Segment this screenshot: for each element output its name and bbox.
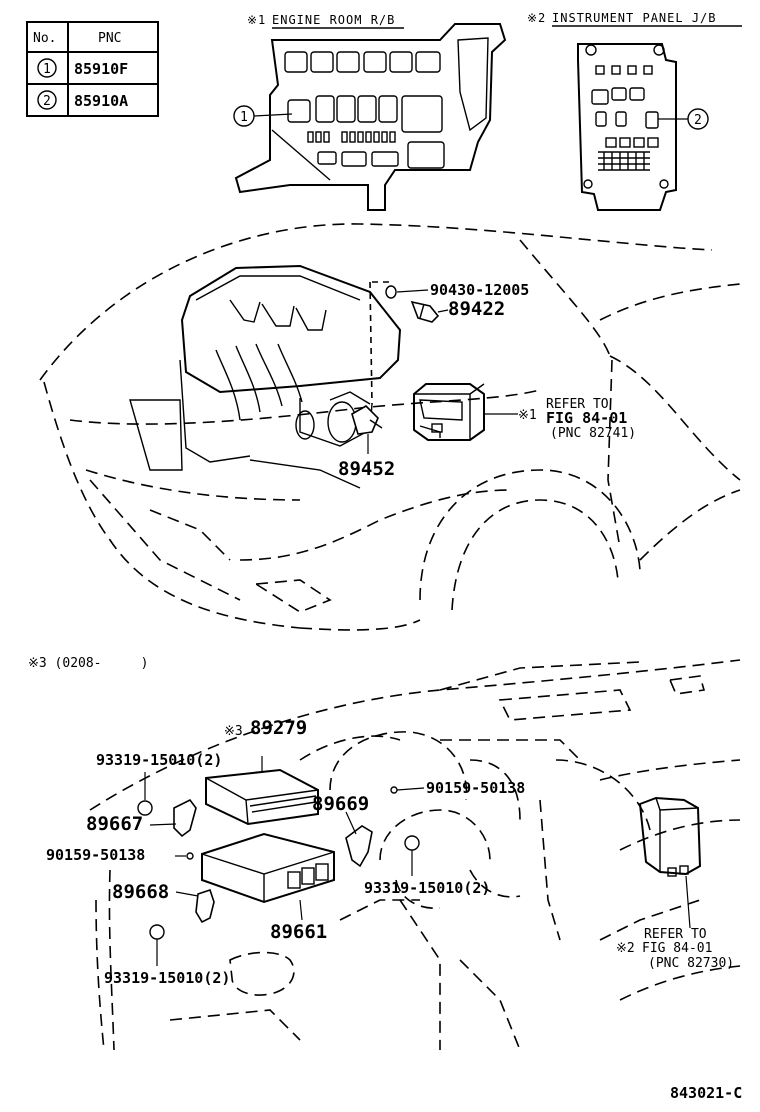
pnc-row-1-pnc: 85910F (74, 60, 128, 78)
part-89452: 89452 (338, 458, 395, 480)
engine-block (129, 264, 402, 489)
callout-1: 1 (240, 110, 248, 125)
dashboard-interior (89, 659, 741, 1051)
vehicle-body-front (39, 223, 741, 631)
part-90159-b: 90159-50138 (426, 779, 525, 797)
part-93319-b: 93319-15010(2) (364, 879, 490, 897)
ecu-89661 (201, 832, 335, 904)
engine-room-mark: ※1 (247, 13, 266, 27)
part-89668: 89668 (112, 881, 169, 903)
pnc-row-1-no: 1 (43, 62, 51, 77)
gasket-90430 (385, 285, 397, 299)
part-89422: 89422 (448, 298, 505, 320)
part-89661: 89661 (270, 921, 327, 943)
ref2-mark: ※2 (616, 941, 635, 956)
bracket-89668 (195, 888, 215, 924)
ref1-line1: REFER TO (546, 397, 609, 412)
relay-box-in-car (413, 383, 485, 441)
sensor-89422 (410, 300, 440, 323)
engine-room-header: ENGINE ROOM R/B (272, 13, 395, 27)
unit-89279 (205, 768, 319, 826)
screw-90159-b (390, 786, 398, 794)
instrument-panel-junction-block (577, 43, 677, 211)
part-90159-a: 90159-50138 (46, 846, 145, 864)
clip-93319-a (137, 800, 153, 816)
pnc-table: No. PNC 1 85910F 2 85910A (26, 21, 159, 117)
screw-90159-a (186, 852, 194, 860)
clip-93319-c (149, 924, 165, 940)
ref1-mark: ※1 (518, 408, 537, 423)
sensor-89452 (351, 405, 383, 454)
instrument-panel-header: INSTRUMENT PANEL J/B (552, 11, 717, 25)
callout-2: 2 (694, 113, 702, 128)
pnc-table-header-pnc: PNC (98, 31, 121, 46)
bracket-89669 (345, 825, 373, 868)
part-89279-mark: ※3 (224, 724, 243, 739)
instrument-panel-mark: ※2 (527, 11, 546, 25)
part-93319-c: 93319-15010(2) (104, 969, 230, 987)
part-89669: 89669 (312, 793, 369, 815)
ref1-line2: FIG 84-01 (546, 409, 627, 427)
ref2-line3: (PNC 82730) (648, 956, 734, 971)
pnc-row-2-pnc: 85910A (74, 92, 128, 110)
ref2-line2: FIG 84-01 (642, 941, 712, 956)
pnc-row-2-no: 2 (43, 94, 51, 109)
diagram-number: 843021-C (670, 1084, 742, 1102)
junction-block-in-car (638, 796, 702, 877)
pnc-table-header-no: No. (33, 31, 56, 46)
part-90430-12005: 90430-12005 (430, 281, 529, 299)
note-3: ※3 (0208- ) (28, 656, 148, 671)
ref1-line3: (PNC 82741) (550, 426, 636, 441)
part-89667: 89667 (86, 813, 143, 835)
bracket-89667 (173, 798, 197, 838)
part-93319-a: 93319-15010(2) (96, 751, 222, 769)
engine-room-relay-block (234, 23, 507, 211)
clip-93319-b (404, 835, 420, 851)
part-89279: 89279 (250, 717, 307, 739)
ref2-line1: REFER TO (644, 927, 707, 942)
